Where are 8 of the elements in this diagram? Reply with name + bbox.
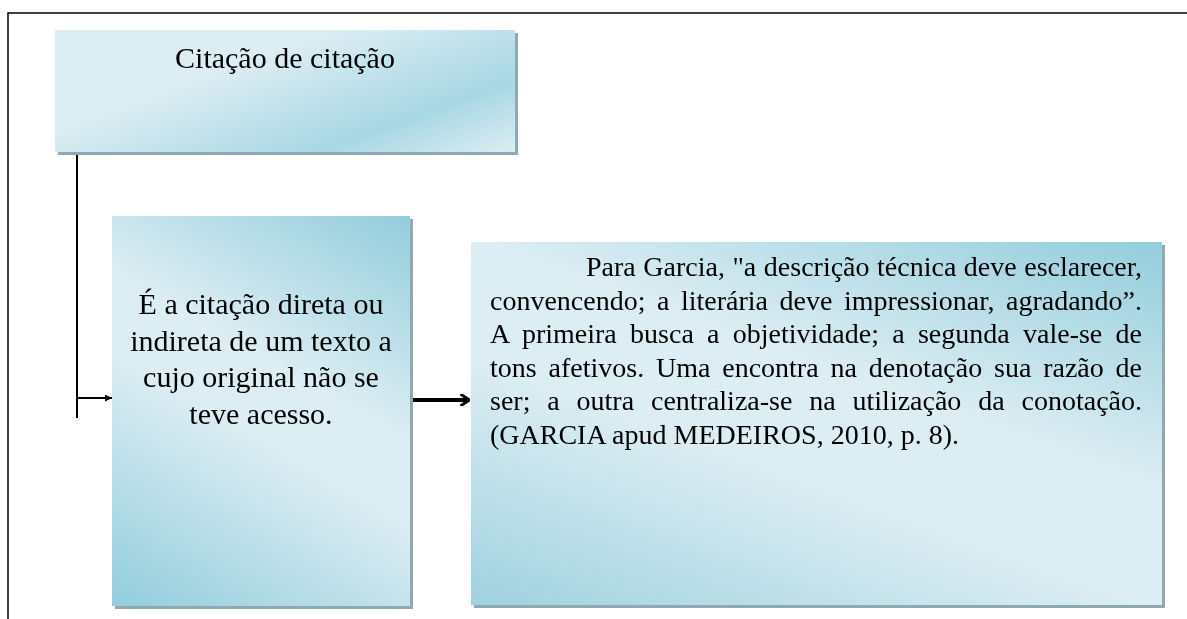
arrow xyxy=(413,392,471,408)
box-text: É a citação direta ou indireta de um texto a cujo original não se teve acesso. xyxy=(129,286,393,432)
box-text: Para Garcia, "a descrição técnica deve esclarecer, convencendo; a literária deve impressionar, agradando”. A primeira busca a objetividade; a segunda vale-se de tons afetivos. Uma encontra na denotação sua razão de ser; a outra centraliza-se na utilização da conotação. (GARCIA apud MEDEIROS, 2010, p. 8). xyxy=(490,250,1142,452)
text-box xyxy=(55,30,515,152)
box-title: Citação de citação xyxy=(174,40,396,76)
arrow xyxy=(76,154,113,419)
text-box xyxy=(112,216,410,606)
text-box xyxy=(471,242,1162,605)
